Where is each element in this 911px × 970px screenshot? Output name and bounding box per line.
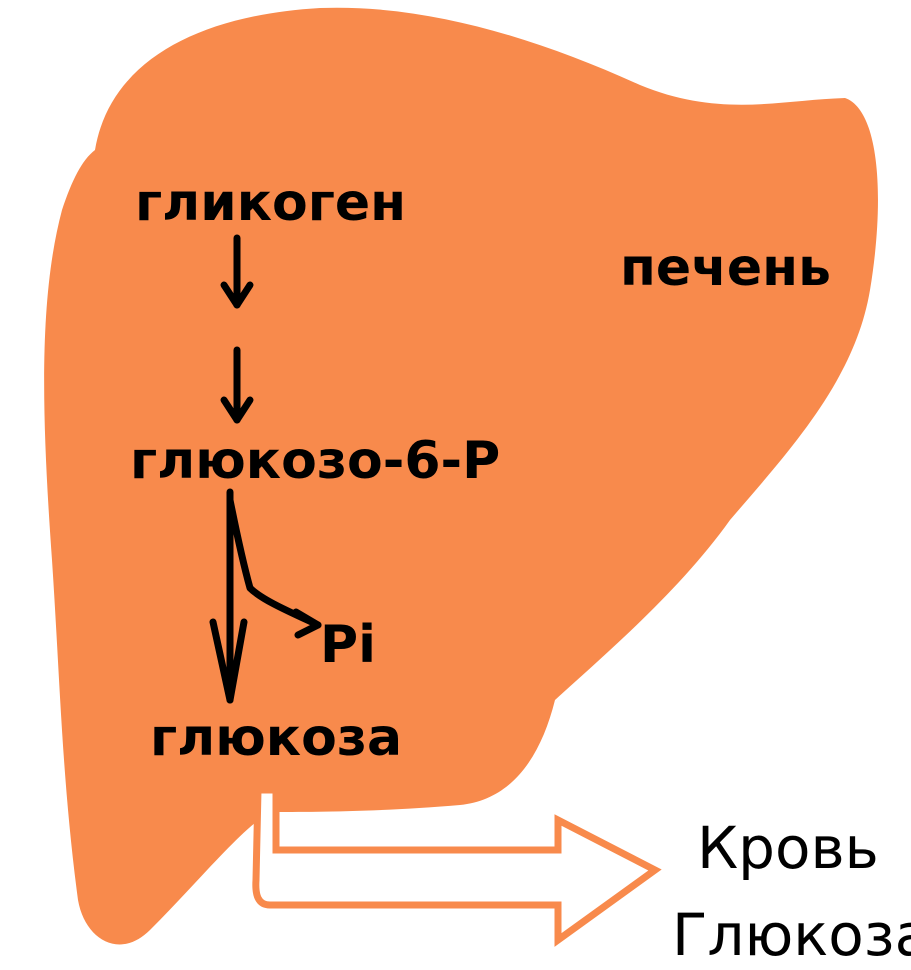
blood-glucose-label: Глюкоза [672, 901, 911, 969]
glucose-6-phosphate-label: глюкозо-6-Р [130, 431, 500, 491]
blood-label: Кровь [697, 814, 879, 882]
glucose-label: глюкоза [150, 708, 402, 768]
blood-export-arrow [256, 790, 655, 940]
phosphate-label: Pi [320, 615, 376, 675]
glycogen-label: гликоген [135, 173, 406, 233]
organ-label: печень [620, 238, 831, 298]
